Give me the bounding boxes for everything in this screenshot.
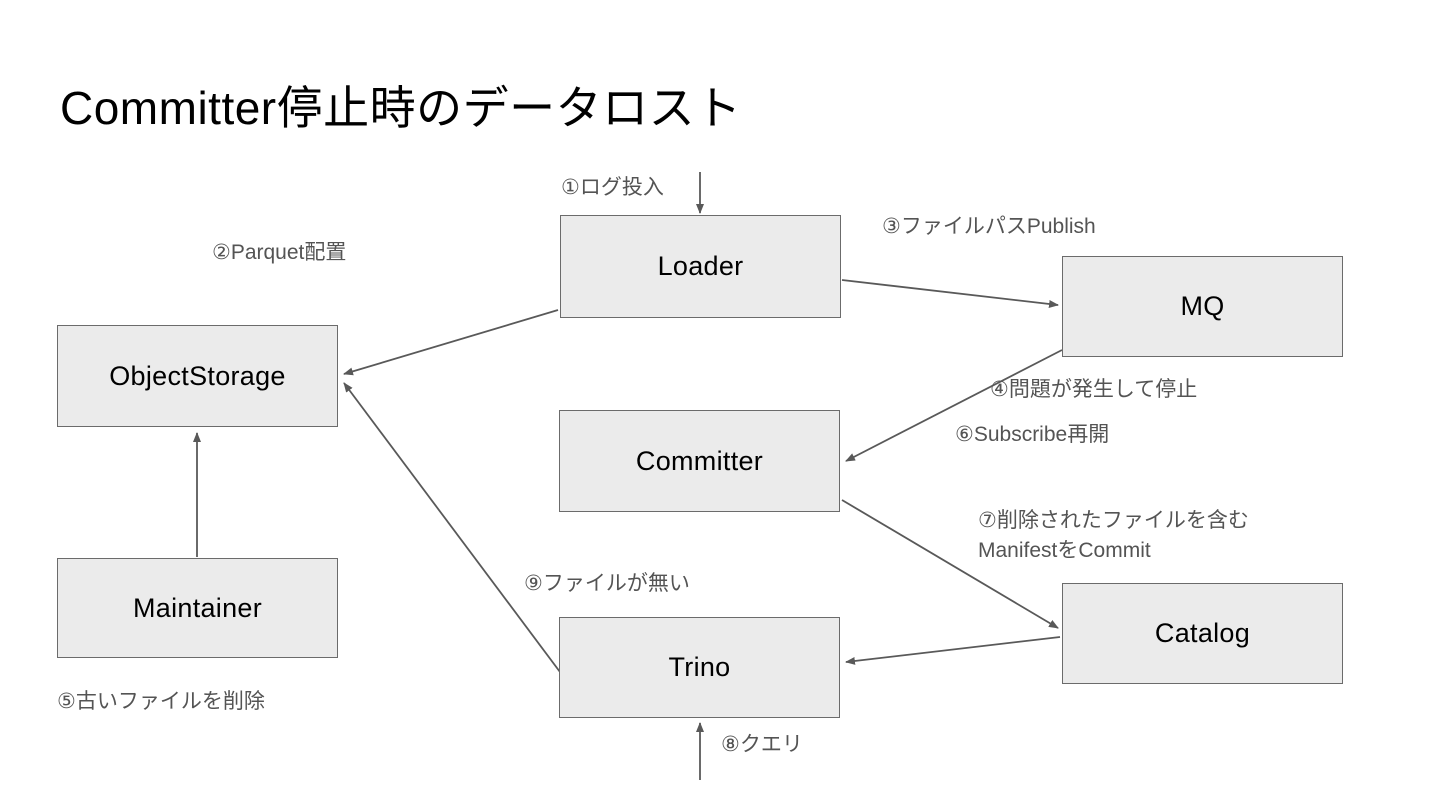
node-maintainer-label: Maintainer — [132, 592, 263, 623]
edge-label-step3: ③ファイルパスPublish — [882, 215, 1096, 238]
node-trino[interactable]: Trino — [559, 617, 840, 718]
edge-loader-to-mq — [841, 279, 1059, 308]
node-loader[interactable]: Loader — [560, 215, 841, 318]
edge-label-step9: ⑨ファイルが無い — [524, 572, 690, 595]
edge-label-step7-line2: ManifestをCommit — [978, 539, 1151, 562]
page-title: Committer停止時のデータロスト — [60, 82, 742, 134]
edge-label-step8: ⑧クエリ — [721, 733, 803, 756]
node-mq[interactable]: MQ — [1062, 256, 1343, 357]
edge-catalog-to-trino — [845, 636, 1061, 665]
node-maintainer[interactable]: Maintainer — [57, 558, 338, 658]
node-loader-label: Loader — [657, 251, 744, 281]
edge-loader-to-objectstorage — [343, 309, 559, 376]
node-objectstorage[interactable]: ObjectStorage — [57, 325, 338, 427]
edge-mq-to-committer — [845, 349, 1063, 462]
edge-label-step2: ②Parquet配置 — [212, 241, 347, 264]
node-catalog[interactable]: Catalog — [1062, 583, 1343, 684]
edge-label-step7-line1: ⑦削除されたファイルを含む — [978, 509, 1249, 532]
node-objectstorage-label: ObjectStorage — [109, 360, 286, 391]
node-mq-label: MQ — [1180, 291, 1225, 321]
edge-committer-to-catalog — [841, 499, 1059, 629]
edge-label-step6: ⑥Subscribe再開 — [955, 423, 1110, 446]
edge-label-step1: ①ログ投入 — [561, 176, 664, 199]
edge-trino-to-objectstorage — [343, 382, 561, 673]
edge-label-step5: ⑤古いファイルを削除 — [57, 690, 265, 713]
node-committer-label: Committer — [635, 445, 764, 476]
edge-label-step4: ④問題が発生して停止 — [990, 378, 1198, 401]
node-catalog-label: Catalog — [1154, 618, 1251, 648]
node-committer[interactable]: Committer — [559, 410, 840, 512]
node-trino-label: Trino — [668, 652, 731, 682]
